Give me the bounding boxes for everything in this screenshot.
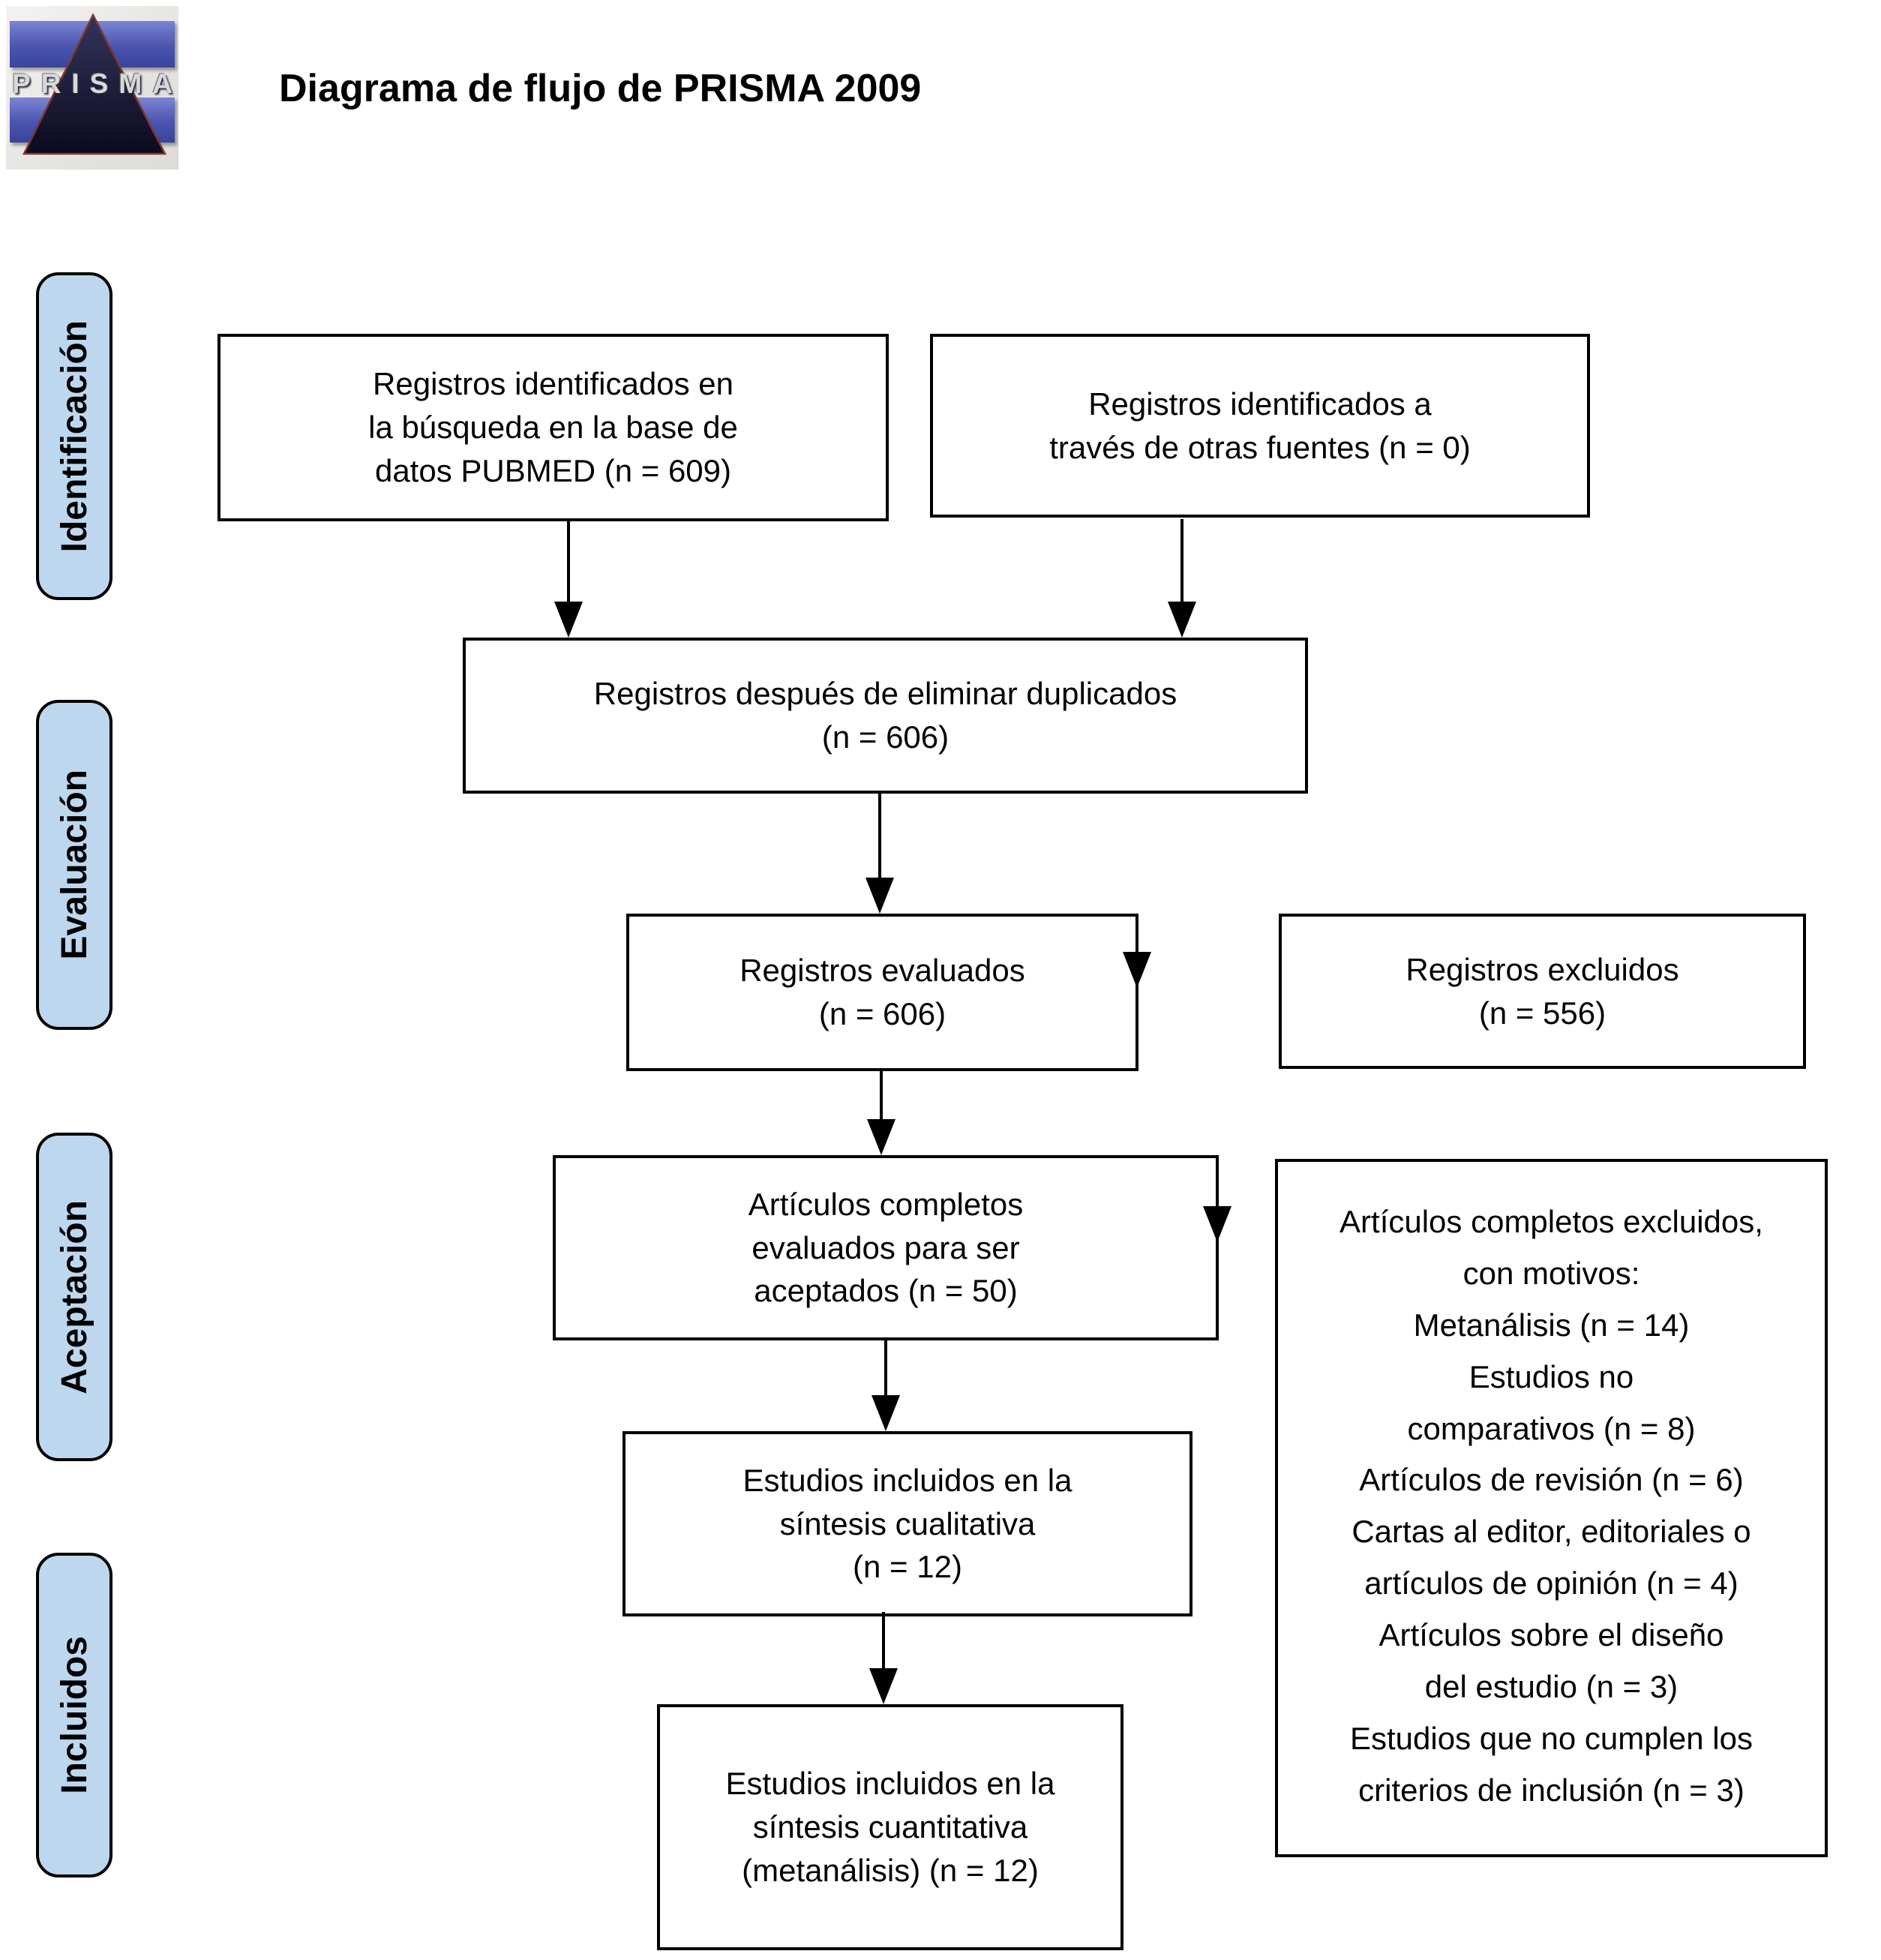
stage-label: Aceptación	[54, 1199, 94, 1394]
arrow-shaft	[882, 1612, 885, 1670]
prisma-logo: PRISMA	[6, 6, 178, 170]
arrow-duplicados-to-evaluados	[865, 791, 895, 914]
arrow-otras-fuentes-to-duplicados	[1167, 519, 1197, 638]
prisma-triangle-icon	[22, 13, 167, 155]
stage-incluidos: Incluidos	[36, 1553, 112, 1877]
box-sintesis-cualitativa: Estudios incluidos en la síntesis cualit…	[622, 1431, 1192, 1616]
arrow-cualitativa-to-cuantitativa	[868, 1612, 898, 1704]
arrow-head-icon	[867, 1119, 896, 1155]
arrow-head-icon	[1168, 602, 1196, 638]
box-registros-otras-fuentes: Registros identificados a través de otra…	[930, 334, 1590, 518]
box-articulos-completos: Artículos completos evaluados para ser a…	[553, 1155, 1219, 1340]
box-articulos-excluidos-motivos: Artículos completos excluidos, con motiv…	[1275, 1159, 1828, 1857]
arrow-head-completos-to-motivos-icon	[1203, 1206, 1232, 1242]
page-title: Diagrama de flujo de PRISMA 2009	[279, 67, 922, 110]
arrow-evaluados-to-completos	[866, 1068, 896, 1155]
arrow-head-icon	[554, 602, 583, 638]
box-registros-evaluados: Registros evaluados (n = 606)	[626, 914, 1138, 1071]
stage-aceptacion: Aceptación	[36, 1133, 112, 1461]
arrow-shaft	[1180, 519, 1184, 603]
stage-label: Incluidos	[54, 1636, 94, 1794]
box-sintesis-cuantitativa: Estudios incluidos en la síntesis cuanti…	[657, 1704, 1124, 1950]
arrow-shaft	[884, 1337, 887, 1397]
stage-evaluacion: Evaluación	[36, 700, 112, 1030]
arrow-completos-to-cualitativa	[871, 1337, 901, 1431]
arrow-shaft	[567, 521, 570, 603]
arrow-head-icon	[872, 1395, 900, 1431]
box-registros-pubmed: Registros identificados en la búsqueda e…	[218, 334, 889, 521]
arrow-head-icon	[866, 878, 894, 914]
arrow-head-icon	[869, 1668, 898, 1704]
box-registros-excluidos: Registros excluidos (n = 556)	[1279, 914, 1806, 1069]
logo-word: PRISMA	[12, 68, 178, 99]
arrow-shaft	[880, 1068, 883, 1121]
arrow-pubmed-to-duplicados	[554, 521, 584, 638]
stage-label: Evaluación	[54, 770, 94, 960]
box-registros-sin-duplicados: Registros después de eliminar duplicados…	[463, 638, 1308, 794]
stage-label: Identificación	[54, 320, 94, 553]
arrow-shaft	[878, 791, 881, 879]
arrow-head-evaluados-to-excluidos-icon	[1123, 952, 1151, 988]
stage-identificacion: Identificación	[36, 272, 112, 600]
